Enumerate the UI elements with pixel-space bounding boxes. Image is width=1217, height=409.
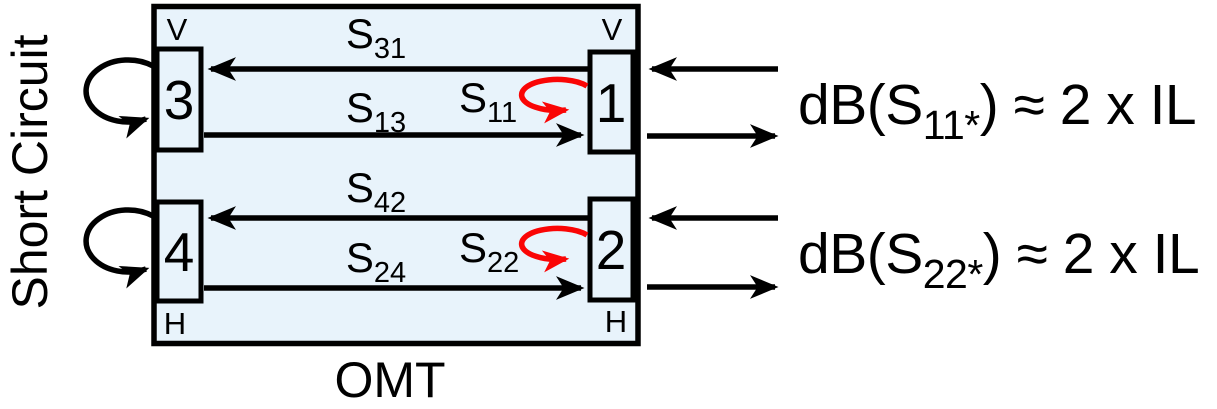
s22-reflection-arrow (518, 225, 589, 273)
short-circuit-loop-port4 (83, 207, 155, 289)
port-1-box (587, 49, 636, 155)
formula-s11-suffix: ) ≈ 2 x IL (980, 73, 1196, 137)
formula-s22-subscript: 22* (923, 251, 984, 297)
s31-label-base: S (346, 10, 374, 57)
formula-s11: dB(S11*) ≈ 2 x IL (798, 73, 1196, 148)
s11-label-base: S (459, 74, 487, 121)
s22-label-base: S (459, 224, 487, 271)
s13-label-base: S (346, 84, 374, 131)
formula-s22-prefix: dB(S (798, 222, 923, 286)
formula-s11-prefix: dB(S (798, 73, 923, 137)
port-2-polarization-label: H (605, 304, 627, 339)
s42-label-base: S (346, 164, 374, 211)
short-circuit-label: Short Circuit (2, 34, 58, 309)
port-4-polarization-label: H (164, 306, 186, 341)
s22-label-subscript: 22 (487, 247, 519, 279)
port-1-number: 1 (596, 72, 627, 134)
formula-s11-subscript: 11* (923, 102, 981, 148)
s22-label: S22 (459, 224, 519, 279)
port-3-polarization-label: V (167, 12, 188, 47)
port-4-number: 4 (164, 221, 195, 283)
s24-label-base: S (346, 234, 374, 281)
formula-s22-suffix: ) ≈ 2 x IL (983, 222, 1199, 286)
s24-label-subscript: 24 (374, 257, 406, 289)
s11-label-subscript: 11 (487, 97, 517, 129)
s42-label: S42 (346, 164, 406, 219)
port-2-box (587, 196, 636, 303)
port-3-number: 3 (164, 69, 195, 131)
s13-label: S13 (346, 84, 406, 139)
port-1-polarization-label: V (602, 12, 623, 47)
s13-label-subscript: 13 (374, 107, 406, 139)
port-3-box (154, 46, 204, 153)
omt-label: OMT (334, 352, 445, 408)
s11-reflection-arrow (518, 76, 589, 124)
port-4-box (154, 199, 204, 304)
short-circuit-loop-port3 (83, 57, 155, 139)
formula-s22: dB(S22*) ≈ 2 x IL (798, 222, 1199, 297)
s42-label-subscript: 42 (374, 187, 406, 219)
s31-label: S31 (346, 10, 406, 65)
s24-label: S24 (346, 234, 406, 289)
s11-label: S11 (459, 74, 517, 129)
port-2-number: 2 (596, 219, 627, 281)
s31-label-subscript: 31 (374, 33, 406, 65)
